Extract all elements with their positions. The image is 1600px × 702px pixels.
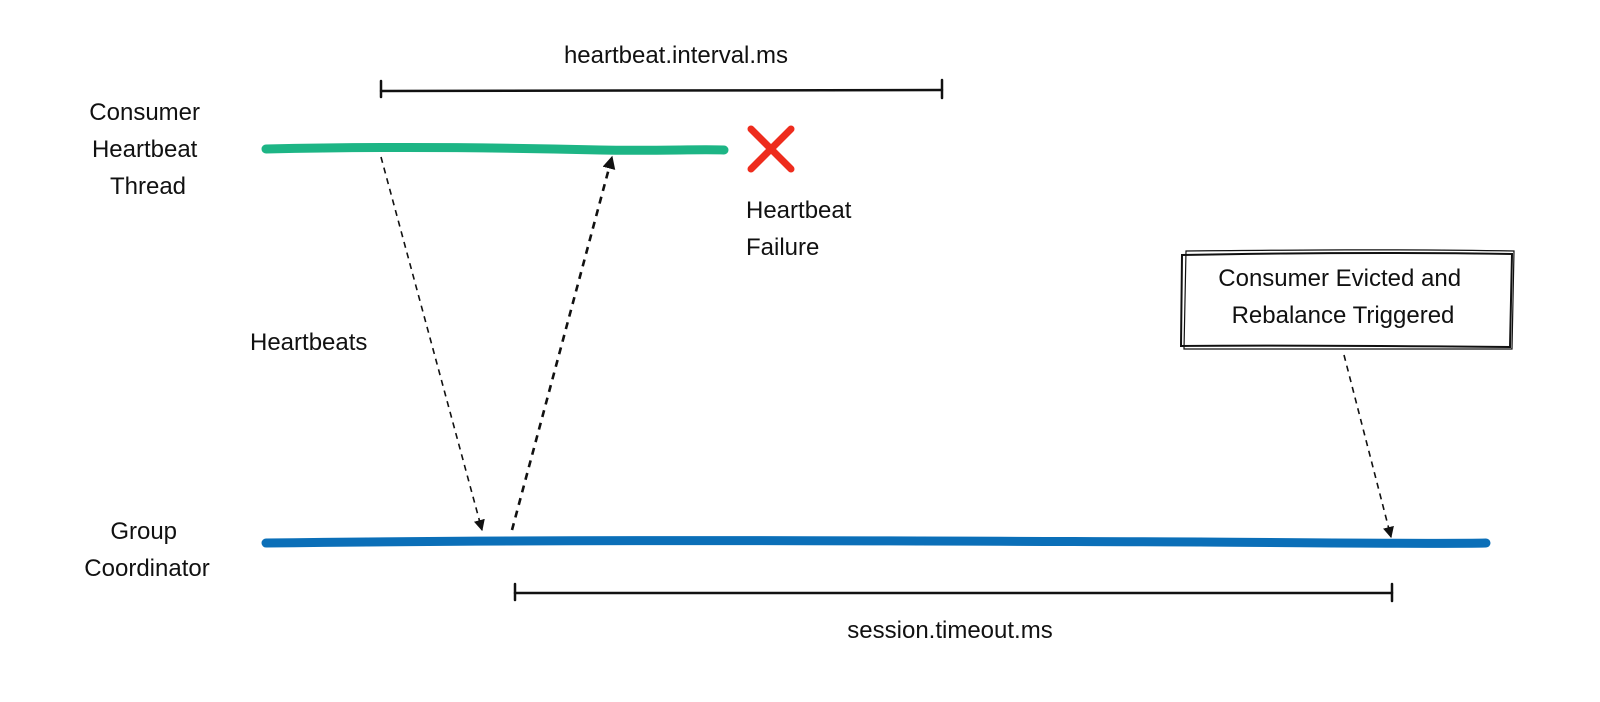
eviction-box-label: Consumer Evicted and Rebalance Triggered [1218, 265, 1467, 329]
group-coordinator-timeline [261, 536, 1491, 548]
heartbeat-interval-bracket [379, 78, 944, 100]
consumer-thread-timeline [261, 142, 729, 155]
heartbeat-interval-label: heartbeat.interval.ms [564, 42, 788, 69]
eviction-box [1179, 249, 1515, 350]
consumer-thread-label: Consumer Heartbeat Thread [89, 99, 206, 200]
heartbeats-label: Heartbeats [250, 329, 367, 356]
heartbeat-failure-label: Heartbeat Failure [746, 197, 858, 261]
session-timeout-label: session.timeout.ms [847, 617, 1052, 644]
eviction-arrow [1343, 354, 1394, 539]
x-mark-icon [747, 125, 795, 173]
heartbeat-request-arrow [380, 156, 485, 532]
heartbeat-response-arrow [510, 155, 616, 531]
group-coordinator-label: Group Coordinator [84, 518, 209, 582]
session-timeout-bracket [513, 582, 1394, 603]
